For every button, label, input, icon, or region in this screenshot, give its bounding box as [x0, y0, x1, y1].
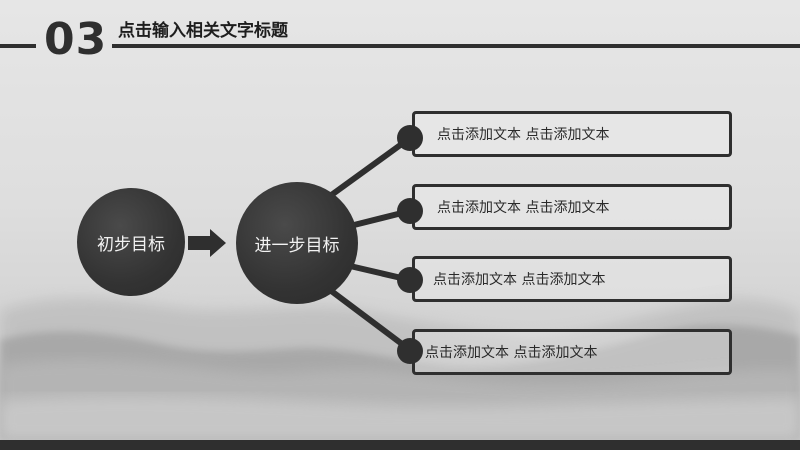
- right-arrow-icon: [188, 229, 226, 257]
- text-box-label: 点击添加文本 点击添加文本: [433, 272, 606, 288]
- text-box-2[interactable]: 点击添加文本 点击添加文本: [412, 184, 732, 230]
- text-box-1[interactable]: 点击添加文本 点击添加文本: [412, 111, 732, 157]
- header-rule-left: [0, 44, 36, 48]
- text-box-label: 点击添加文本 点击添加文本: [437, 127, 610, 143]
- bullet-dot-3: [397, 267, 423, 293]
- further-goal-circle: 进一步目标: [236, 182, 358, 304]
- text-box-4[interactable]: 点击添加文本 点击添加文本: [412, 329, 732, 375]
- text-box-label: 点击添加文本 点击添加文本: [425, 345, 598, 361]
- connector-line-1: [328, 135, 412, 199]
- bottom-bar: [0, 440, 800, 450]
- bullet-dot-2: [397, 198, 423, 224]
- section-number: 03: [44, 14, 108, 65]
- text-box-label: 点击添加文本 点击添加文本: [437, 200, 610, 216]
- connector-line-4: [328, 287, 412, 353]
- header-rule-right: [112, 44, 800, 48]
- initial-goal-circle: 初步目标: [77, 188, 185, 296]
- initial-goal-label: 初步目标: [97, 234, 165, 255]
- further-goal-label: 进一步目标: [254, 235, 340, 256]
- bullet-dot-4: [397, 338, 423, 364]
- section-title: 点击输入相关文字标题: [118, 21, 288, 41]
- bullet-dot-1: [397, 125, 423, 151]
- ink-landscape-background: [0, 298, 800, 440]
- text-box-3[interactable]: 点击添加文本 点击添加文本: [412, 256, 732, 302]
